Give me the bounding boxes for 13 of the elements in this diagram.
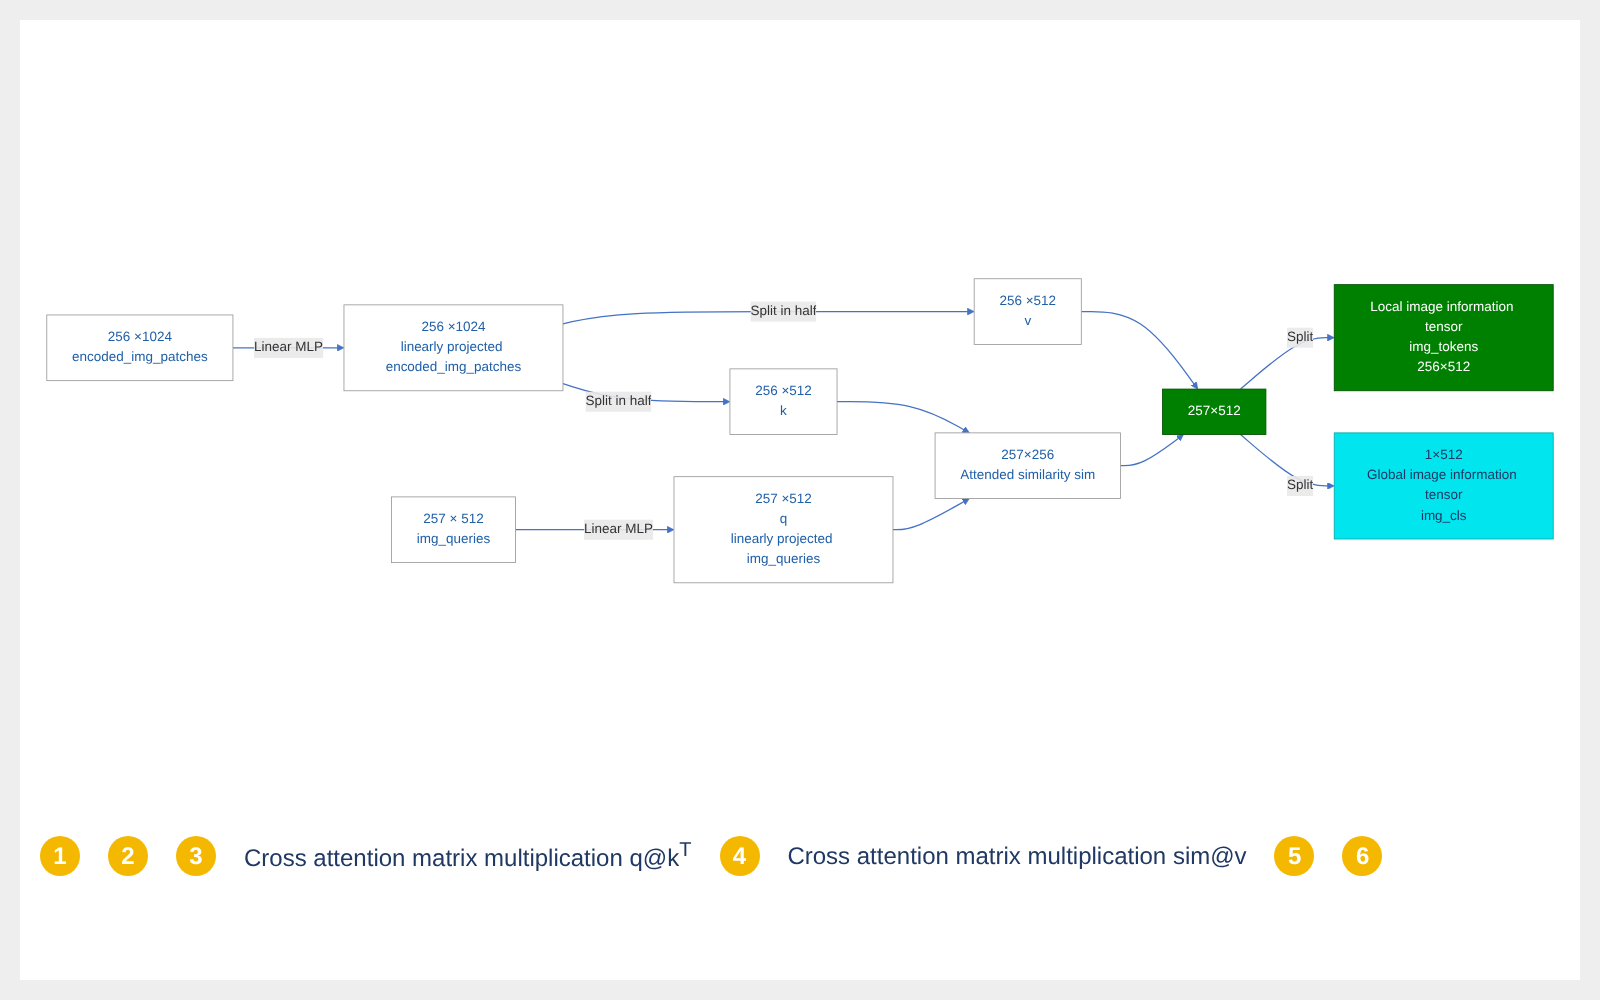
note-text: Cross attention matrix multiplication sim@v bbox=[787, 842, 1247, 870]
step-badge: 3 bbox=[176, 836, 216, 876]
arrow bbox=[1119, 433, 1184, 466]
arrow bbox=[1239, 333, 1335, 389]
note-text: Cross attention matrix multiplication q@k$^{T}$ bbox=[244, 840, 692, 872]
arrow bbox=[892, 497, 970, 530]
step-badge: 2 bbox=[108, 836, 148, 876]
step-badge: 1 bbox=[40, 836, 80, 876]
arrow bbox=[1080, 310, 1199, 389]
step-badge: 4 bbox=[719, 836, 760, 876]
step-badge: 5 bbox=[1274, 836, 1315, 876]
step-badge: 6 bbox=[1342, 836, 1383, 876]
arrow bbox=[836, 400, 970, 433]
